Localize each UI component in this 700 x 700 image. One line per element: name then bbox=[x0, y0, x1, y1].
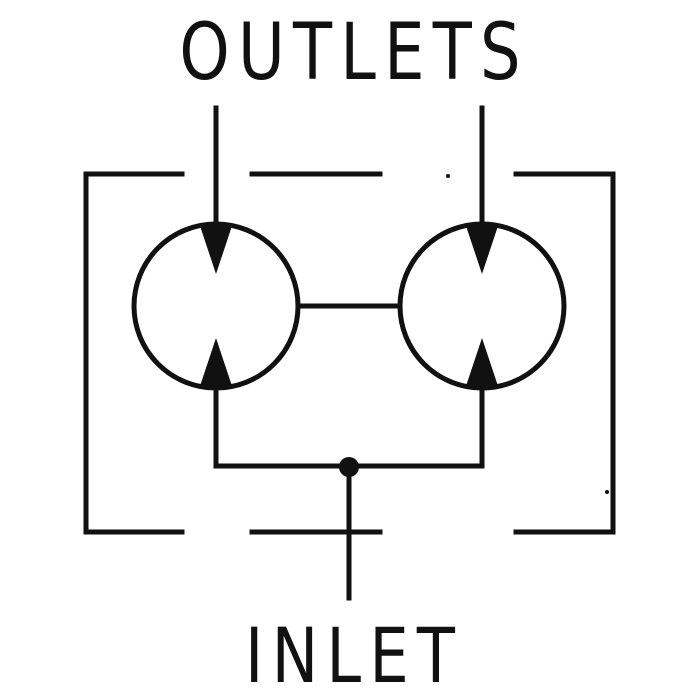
left-outlet-arrow-icon bbox=[200, 226, 232, 274]
left-inlet-arrow-icon bbox=[200, 338, 232, 386]
stray-mark-right bbox=[605, 490, 609, 494]
right-inlet-arrow-icon bbox=[466, 338, 498, 386]
enclosure-top-right-corner bbox=[513, 171, 616, 535]
enclosure-boundary bbox=[83, 171, 616, 535]
inlet-label: INLET bbox=[245, 611, 464, 700]
outlets-label: OUTLETS bbox=[179, 8, 529, 98]
junction-dot bbox=[339, 457, 359, 477]
stray-mark-top bbox=[446, 174, 450, 178]
right-pump bbox=[397, 105, 567, 469]
left-pump bbox=[131, 105, 301, 469]
enclosure-top-left-corner bbox=[83, 171, 185, 535]
right-outlet-arrow-icon bbox=[466, 226, 498, 274]
